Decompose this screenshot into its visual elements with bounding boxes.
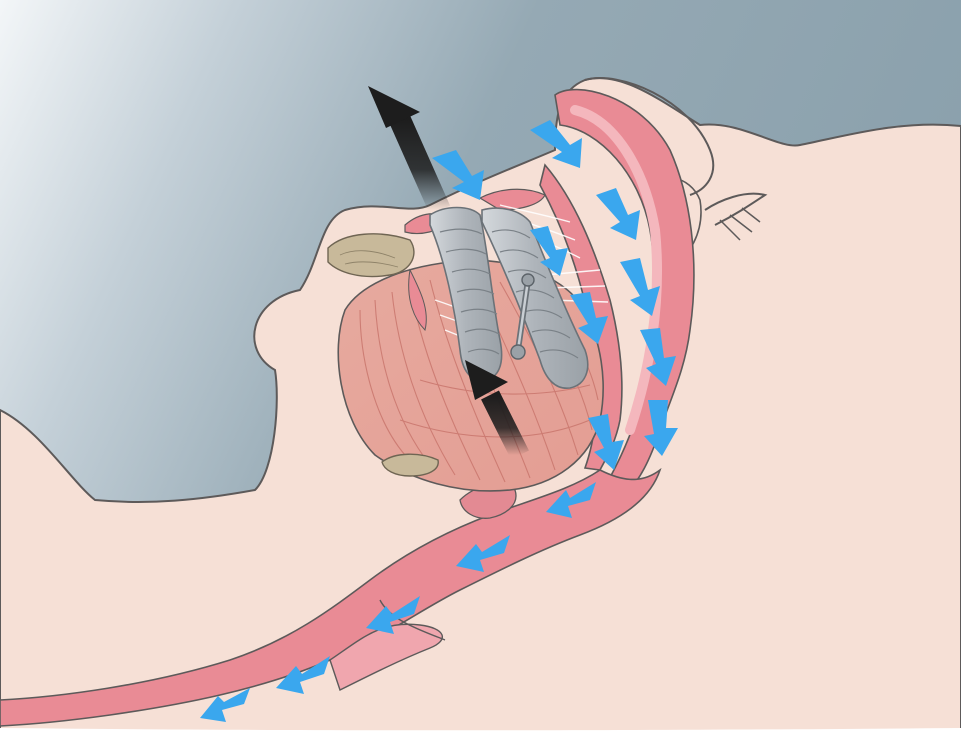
appliance-rod-pivot-bottom (511, 345, 525, 359)
appliance-rod-pivot-top (522, 274, 534, 286)
jaw-bone-upper (328, 234, 414, 277)
